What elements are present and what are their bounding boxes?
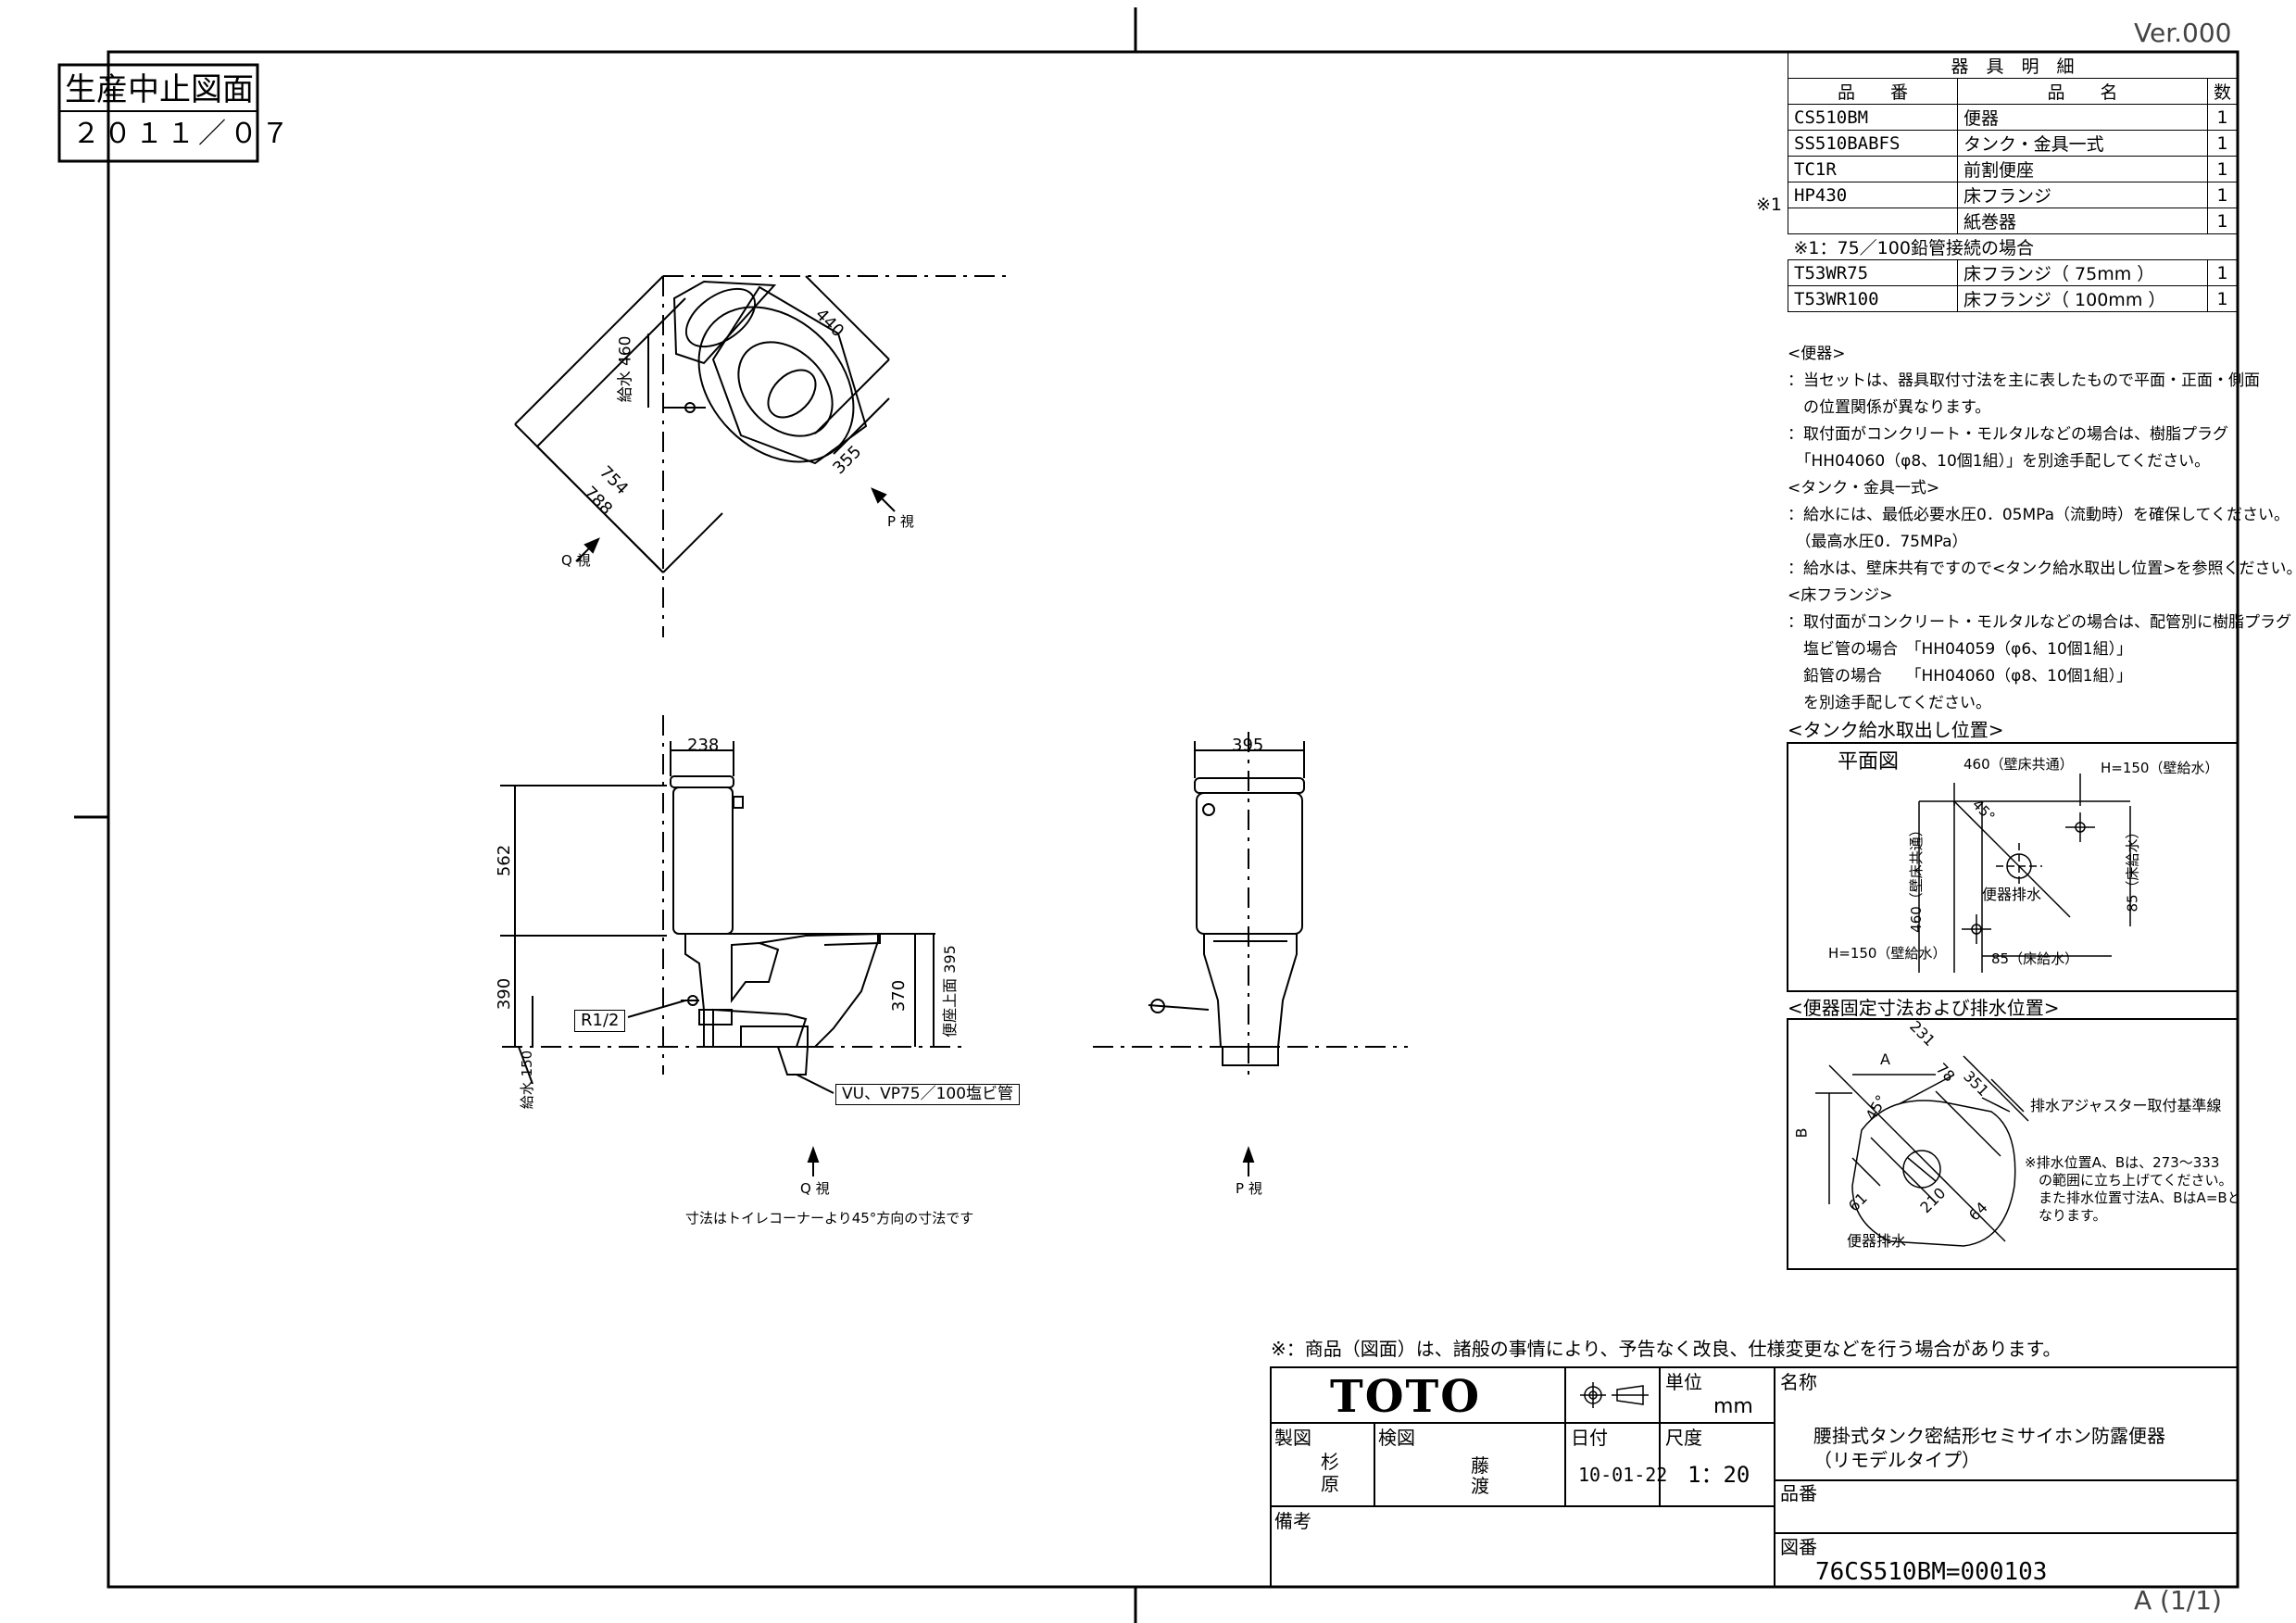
- plan-dim-460: 給水 460: [616, 335, 635, 403]
- title-block-grid: [1270, 1366, 2239, 1588]
- col-header-qty: 数: [2206, 78, 2239, 105]
- note-line: 塩ビ管の場合 「HH04059（φ6、10個1組）」: [1788, 640, 2133, 659]
- product-name-line2: （リモデルタイプ）: [1813, 1449, 1980, 1471]
- tank-plan-label: 平面図: [1838, 750, 1900, 774]
- unit-value: mm: [1713, 1395, 1753, 1418]
- fix-dim-b: B: [1792, 1127, 1811, 1139]
- parts-sub-note: ※1：75／100鉛管接続の場合: [1788, 233, 2238, 260]
- scale-label: 尺度: [1665, 1427, 1702, 1449]
- front-dim-395: 便座上面 395: [940, 945, 959, 1038]
- product-name-line1: 腰掛式タンク密結形セミサイホン防露便器: [1813, 1425, 2165, 1447]
- remarks-label: 備考: [1274, 1510, 1311, 1532]
- fix-adjuster-label: 排水アジャスター取付基準線: [2030, 1097, 2222, 1114]
- drawn-label: 製図: [1274, 1427, 1311, 1449]
- tank-plan-diagram: [1918, 774, 2131, 973]
- note-line: 鉛管の場合 「HH04060（φ8、10個1組）」: [1788, 667, 2133, 686]
- note-line: を別途手配してください。: [1788, 694, 1991, 712]
- note-line: ：取付面がコンクリート・モルタルなどの場合は、配管別に樹脂プラグ: [1788, 613, 2291, 632]
- note-line: 「HH04060（φ8、10個1組）」を別途手配してください。: [1788, 452, 2211, 471]
- checked-by-1: 藤: [1471, 1454, 1489, 1477]
- front-dim-562: 562: [495, 844, 515, 877]
- discontinued-stamp-title: 生産中止図面: [65, 71, 254, 108]
- fix-section-title: <便器固定寸法および排水位置>: [1788, 997, 2060, 1019]
- discontinued-stamp-date: ２０１１／０７: [72, 118, 293, 150]
- tank-drain-label: 便器排水: [1982, 886, 2042, 903]
- note-line: ：当セットは、器具取付寸法を主に表したもので平面・正面・側面: [1788, 371, 2260, 390]
- fix-note: ※排水位置A、Bは、273～333 の範囲に立ち上げてください。 また排水位置寸…: [2025, 1154, 2241, 1224]
- front-dim-150: 給水 150: [519, 1050, 536, 1110]
- scale-value: 1：20: [1687, 1462, 1750, 1488]
- note-line: （最高水圧0．75MPa）: [1788, 533, 1968, 551]
- col-header-part-name: 品 名: [1957, 78, 2208, 105]
- fix-plan-diagram: [1815, 1055, 2029, 1247]
- tank-dim-460-vert: 460（壁床共通）: [1907, 823, 1925, 933]
- drawing-number: 76CS510BM=000103: [1815, 1558, 2048, 1586]
- tank-dim-h150-top: H=150（壁給水）: [2101, 760, 2219, 776]
- drawn-by-1: 杉: [1321, 1451, 1339, 1473]
- sheet-number: A (1/1): [2134, 1585, 2222, 1616]
- tank-dim-460-wall: 460（壁床共通）: [1964, 756, 2074, 773]
- plan-p-view-label: P 視: [887, 513, 914, 530]
- toto-logo: TOTO: [1330, 1371, 1482, 1423]
- fix-dim-a: A: [1880, 1051, 1890, 1068]
- front-r-label: R1/2: [574, 1010, 626, 1032]
- col-header-part-no: 品 番: [1788, 78, 1958, 105]
- note-line: <タンク・金具一式>: [1788, 479, 1940, 497]
- note-line: <便器>: [1788, 345, 1846, 363]
- checked-by-2: 渡: [1471, 1475, 1489, 1497]
- front-dim-390: 390: [495, 977, 515, 1011]
- unit-label: 単位: [1665, 1371, 1702, 1393]
- checked-label: 検図: [1378, 1427, 1415, 1449]
- parts-table-title: 器 具 明 細: [1788, 52, 2238, 79]
- spec-notes: <便器> ：当セットは、器具取付寸法を主に表したもので平面・正面・側面 の位置関…: [1788, 341, 2296, 717]
- side-dim-395: 395: [1232, 736, 1264, 755]
- front-q-view-label: Q 視: [800, 1180, 830, 1197]
- note-line: の位置関係が異なります。: [1788, 398, 1991, 417]
- projection-symbol-icon: [1578, 1380, 1652, 1410]
- plan-q-view-label: Q 視: [561, 552, 591, 569]
- row-mark-note1: ※1: [1756, 195, 1783, 215]
- drawing-number-label: 図番: [1780, 1536, 1817, 1558]
- front-dim-370: 370: [889, 979, 910, 1013]
- date-label: 日付: [1571, 1427, 1608, 1449]
- tank-dim-85-floor-v: 85（床給水）: [2124, 824, 2141, 912]
- front-pipe-label: VU、VP75／100塩ビ管: [835, 1084, 1021, 1105]
- side-p-view-label: P 視: [1236, 1180, 1262, 1197]
- tank-section-title: <タンク給水取出し位置>: [1788, 719, 2004, 741]
- side-view-drawing: [1093, 732, 1408, 1176]
- name-label: 名称: [1780, 1371, 1817, 1393]
- front-dim-238: 238: [687, 736, 720, 755]
- note-line: ：給水には、最低必要水圧0．05MPa（流動時）を確保してください。: [1788, 506, 2290, 524]
- disclaimer: ※：商品（図面）は、諸般の事情により、予告なく改良、仕様変更などを行う場合があり…: [1271, 1338, 2062, 1360]
- note-line: ：取付面がコンクリート・モルタルなどの場合は、樹脂プラグ: [1788, 425, 2228, 444]
- tank-dim-h150-bottom: H=150（壁給水）: [1828, 945, 1947, 962]
- tank-dim-85-floor-h: 85（床給水）: [1991, 950, 2079, 967]
- drawn-by-2: 原: [1321, 1473, 1339, 1495]
- front-view-drawing: [500, 715, 963, 1176]
- version-label: Ver.000: [2134, 18, 2232, 48]
- note-line: <床フランジ>: [1788, 586, 1893, 605]
- date-value: 10-01-22: [1578, 1464, 1668, 1486]
- note-line: ：給水は、壁床共有ですので<タンク給水取出し位置>を参照ください。: [1788, 560, 2296, 578]
- front-caption: 寸法はトイレコーナーより45°方向の寸法です: [685, 1210, 974, 1227]
- part-number-label: 品番: [1780, 1482, 1817, 1504]
- fix-drain-label: 便器排水: [1847, 1232, 1907, 1250]
- plan-view-drawing: [514, 275, 1011, 637]
